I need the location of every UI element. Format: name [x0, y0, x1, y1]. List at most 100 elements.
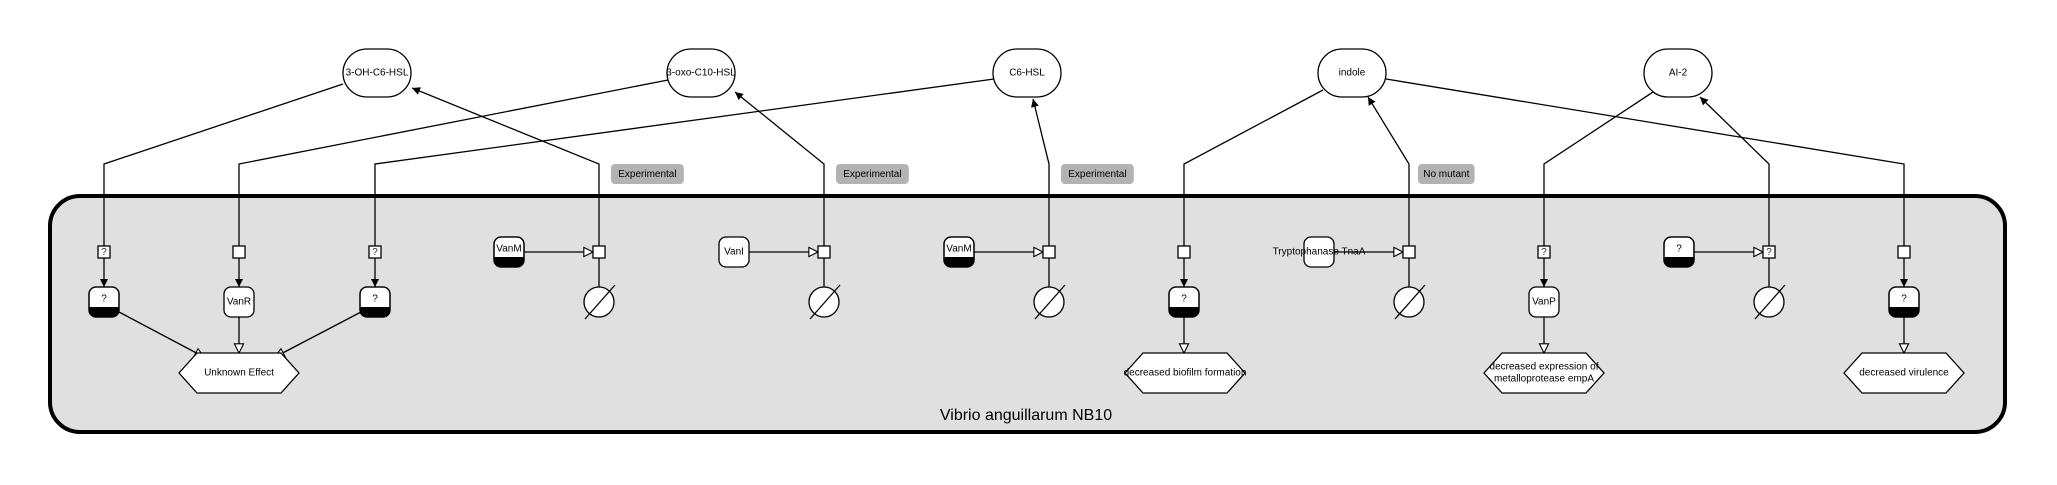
synthase-node[interactable]: VanI [718, 236, 750, 268]
evidence-tag-label: Experimental [618, 169, 676, 180]
molecule-shape [666, 48, 736, 98]
entity-label: ? [1676, 244, 1682, 255]
empty-set-slash [809, 284, 841, 320]
entity-label: ? [1181, 294, 1187, 305]
receptor-node[interactable]: ? [1888, 286, 1920, 318]
binding-edge [374, 78, 995, 246]
mutant-marker [1169, 307, 1199, 317]
molecule-shape [342, 48, 412, 98]
entity-outline [1888, 286, 1920, 318]
phenotype-hexagon [178, 352, 300, 394]
molecule-label: AI-2 [1669, 68, 1688, 79]
phenotype-node[interactable]: Unknown Effect [178, 352, 300, 394]
molecule-node[interactable]: 3-OH-C6-HSL [342, 48, 412, 98]
process-square [1762, 245, 1776, 259]
mutant-marker [494, 257, 524, 267]
process-node[interactable] [1897, 245, 1911, 259]
edges [100, 78, 1905, 358]
process-label: ? [1541, 247, 1547, 258]
process-node[interactable]: ? [1762, 245, 1776, 259]
compartment-cell [48, 194, 2007, 434]
binding-edge [1385, 78, 1905, 246]
receptor-node[interactable]: ? [359, 286, 391, 318]
entity-outline [493, 236, 525, 268]
production-edge [1367, 96, 1410, 246]
entity-outline [943, 236, 975, 268]
process-node[interactable] [232, 245, 246, 259]
mutant-marker [944, 257, 974, 267]
molecule-label: 3-OH-C6-HSL [346, 68, 409, 79]
production-edge [1699, 96, 1770, 246]
evidence-tag-bg [1418, 164, 1475, 184]
receptor-node[interactable]: VanP [1528, 286, 1560, 318]
receptor-node[interactable]: VanR [223, 286, 255, 318]
phenotype-node[interactable]: decreased virulence [1843, 352, 1965, 394]
receptor-node[interactable]: ? [1168, 286, 1200, 318]
phenotype-label: decreased expression of [1490, 362, 1599, 373]
production-edge [1031, 98, 1050, 246]
process-node[interactable] [1177, 245, 1191, 259]
mutant-marker [1889, 307, 1919, 317]
binding-edge [238, 79, 669, 246]
evidence-tag: Experimental [836, 164, 909, 184]
entity-label: Tryptophanase TnaA [1273, 247, 1366, 258]
synthase-node[interactable]: Tryptophanase TnaA [1273, 236, 1366, 268]
process-node[interactable] [1042, 245, 1056, 259]
entity-shape [718, 236, 750, 268]
entity-label: VanI [724, 247, 744, 258]
process-node[interactable] [1402, 245, 1416, 259]
receptor-node[interactable]: ? [88, 286, 120, 318]
process-label: ? [1766, 247, 1772, 258]
entity-shape [223, 286, 255, 318]
molecule-node[interactable]: AI-2 [1643, 48, 1713, 98]
empty-set-slash [1394, 284, 1426, 320]
molecule-label: 3-oxo-C10-HSL [666, 68, 736, 79]
process-node[interactable]: ? [97, 245, 111, 259]
mutant-marker [89, 307, 119, 317]
stimulation-edge [118, 311, 204, 357]
entity-label: ? [101, 294, 107, 305]
molecule-node[interactable]: indole [1317, 48, 1387, 98]
entity-outline [88, 286, 120, 318]
binding-edge [1543, 91, 1654, 246]
molecule-node[interactable]: 3-oxo-C10-HSL [666, 48, 736, 98]
entity-shape [1528, 286, 1560, 318]
empty-set-slash [1034, 284, 1066, 320]
entity-outline [1663, 236, 1695, 268]
entity-label: VanM [496, 244, 521, 255]
degradation-sink [1753, 284, 1786, 320]
molecule-shape [1643, 48, 1713, 98]
entity-label: ? [372, 294, 378, 305]
process-square [817, 245, 831, 259]
molecule-label: C6-HSL [1009, 68, 1045, 79]
process-label: ? [372, 247, 378, 258]
entity-label: VanR [227, 297, 251, 308]
process-node[interactable]: ? [368, 245, 382, 259]
phenotype-node[interactable]: decreased biofilm formation [1124, 352, 1247, 394]
empty-set-slash [584, 284, 616, 320]
evidence-tag-label: Experimental [843, 169, 901, 180]
production-edge [734, 91, 825, 246]
evidence-tag-bg [1061, 164, 1134, 184]
synthase-node[interactable]: ? [1663, 236, 1695, 268]
phenotype-hexagon [1483, 352, 1605, 394]
entity-label: VanM [946, 244, 971, 255]
degradation-sink [1393, 284, 1426, 320]
process-node[interactable] [817, 245, 831, 259]
molecule-shape [992, 48, 1062, 98]
phenotype-hexagon [1843, 352, 1965, 394]
entity-outline [359, 286, 391, 318]
synthase-node[interactable]: VanM [493, 236, 525, 268]
evidence-tag-label: No mutant [1423, 169, 1469, 180]
evidence-tag-label: Experimental [1068, 169, 1126, 180]
synthase-node[interactable]: VanM [943, 236, 975, 268]
mutant-marker [1664, 257, 1694, 267]
process-square [1537, 245, 1551, 259]
process-node[interactable] [592, 245, 606, 259]
molecule-node[interactable]: C6-HSL [992, 48, 1062, 98]
binding-edge [1183, 89, 1324, 246]
evidence-tag: Experimental [611, 164, 684, 184]
process-node[interactable]: ? [1537, 245, 1551, 259]
